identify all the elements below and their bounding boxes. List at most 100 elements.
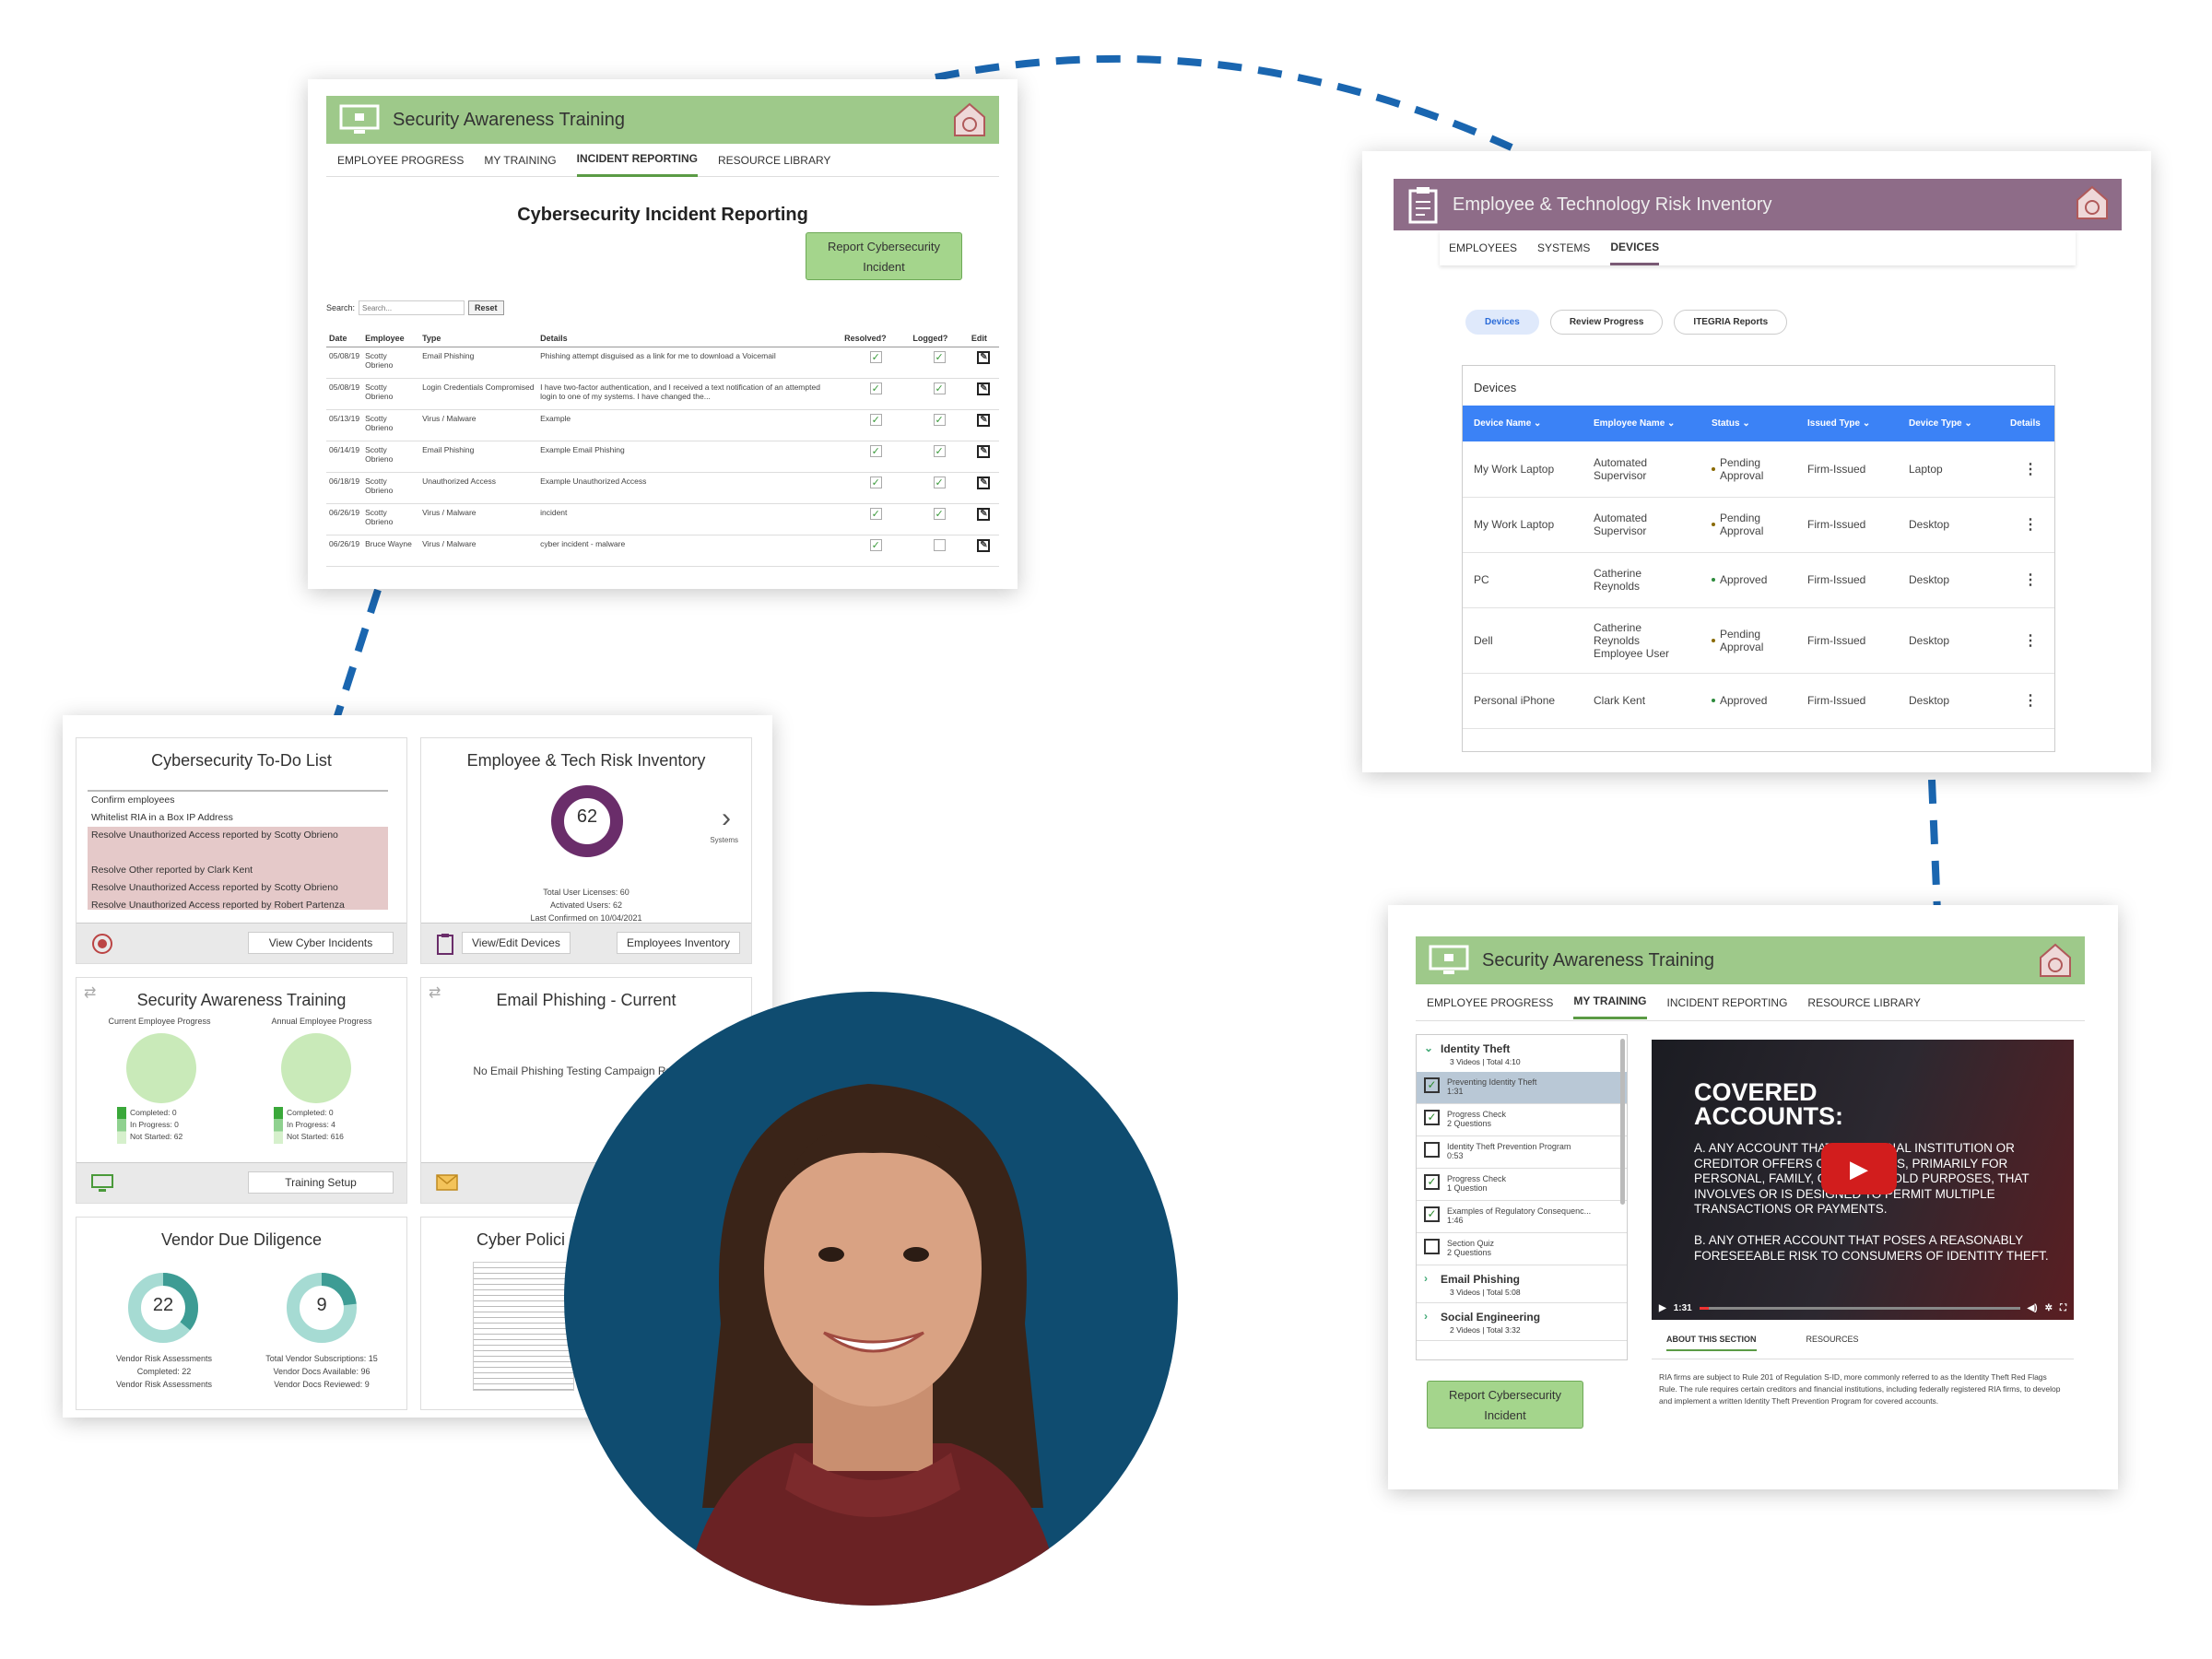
column-header[interactable]: Device Name ⌄ (1463, 406, 1583, 441)
lesson-item[interactable]: ✓Examples of Regulatory Consequenc...1:4… (1417, 1201, 1627, 1233)
resolved-checkbox[interactable]: ✓ (869, 414, 882, 426)
column-header[interactable]: Device Type ⌄ (1898, 406, 1999, 441)
resolved-checkbox[interactable]: ✓ (869, 508, 882, 520)
training-setup-button[interactable]: Training Setup (248, 1171, 394, 1194)
tab-employees[interactable]: EMPLOYEES (1449, 241, 1518, 254)
tab-devices[interactable]: DEVICES (1610, 231, 1660, 265)
volume-icon[interactable]: ◀) (2027, 1302, 2038, 1313)
lesson-checkbox[interactable] (1424, 1142, 1440, 1158)
resolved-checkbox[interactable]: ✓ (869, 445, 882, 457)
chevron-down-icon[interactable]: ⌄ (1665, 418, 1676, 429)
tab-resource-library[interactable]: RESOURCE LIBRARY (717, 153, 831, 167)
chevron-right-icon[interactable]: › (722, 803, 731, 833)
lesson-checkbox[interactable]: ✓ (1424, 1110, 1440, 1125)
view-cyber-incidents-button[interactable]: View Cyber Incidents (248, 932, 394, 954)
logged-checkbox[interactable]: ✓ (933, 414, 946, 426)
more-options-icon[interactable]: ⋮ (2023, 572, 2038, 588)
play-icon[interactable]: ▶ (1659, 1302, 1666, 1313)
column-header[interactable]: Details (1999, 406, 2054, 441)
tab-resource-library[interactable]: RESOURCE LIBRARY (1807, 995, 1921, 1009)
view-edit-devices-button[interactable]: View/Edit Devices (462, 932, 571, 954)
chevron-down-icon[interactable]: ⌄ (1860, 418, 1871, 429)
resolved-checkbox[interactable]: ✓ (869, 477, 882, 488)
todo-item[interactable]: Resolve Unauthorized Access reported by … (88, 879, 388, 897)
report-incident-button[interactable]: Report Cybersecurity Incident (806, 232, 962, 280)
logged-checkbox[interactable]: ✓ (933, 445, 946, 457)
edit-icon[interactable]: ✎ (977, 477, 991, 489)
chevron-down-icon[interactable]: ⌄ (1531, 418, 1542, 429)
todo-item[interactable]: Whitelist RIA in a Box IP Address (91, 812, 233, 823)
chevron-down-icon[interactable]: ⌄ (1961, 418, 1972, 429)
tab-systems[interactable]: SYSTEMS (1537, 241, 1591, 254)
play-button[interactable]: ▶ (1821, 1143, 1897, 1194)
edit-icon[interactable]: ✎ (977, 539, 991, 552)
more-options-icon[interactable]: ⋮ (2023, 693, 2038, 709)
todo-item[interactable] (88, 844, 388, 862)
pill-devices[interactable]: Devices (1465, 310, 1539, 335)
logged-checkbox[interactable]: ✓ (933, 477, 946, 488)
resolved-checkbox[interactable]: ✓ (869, 351, 882, 363)
section-email-phishing[interactable]: ›Email Phishing (1417, 1265, 1627, 1288)
settings-icon[interactable]: ✲ (2044, 1302, 2053, 1313)
edit-icon[interactable]: ✎ (977, 414, 991, 427)
column-header[interactable]: Type (419, 330, 538, 347)
tab-my-training[interactable]: MY TRAINING (484, 153, 557, 167)
more-options-icon[interactable]: ⋮ (2023, 632, 2038, 649)
section-social-engineering[interactable]: ›Social Engineering (1417, 1303, 1627, 1325)
logged-checkbox[interactable]: ✓ (933, 508, 946, 520)
tab-employee-progress[interactable]: EMPLOYEE PROGRESS (1427, 995, 1554, 1009)
search-input[interactable] (359, 300, 465, 315)
resolved-checkbox[interactable]: ✓ (869, 539, 882, 551)
refresh-icon[interactable]: ⇄ (429, 985, 441, 1001)
resolved-checkbox[interactable]: ✓ (869, 382, 882, 394)
column-header[interactable]: Employee (362, 330, 420, 347)
tab-resources[interactable]: RESOURCES (1806, 1335, 1859, 1344)
tab-employee-progress[interactable]: EMPLOYEE PROGRESS (337, 153, 465, 167)
more-options-icon[interactable]: ⋮ (2023, 517, 2038, 533)
pill-review-progress[interactable]: Review Progress (1549, 310, 1664, 335)
column-header[interactable]: Issued Type ⌄ (1796, 406, 1898, 441)
todo-item[interactable]: Resolve Unauthorized Access reported by … (88, 897, 388, 910)
column-header[interactable]: Resolved? (841, 330, 911, 347)
lesson-checkbox[interactable] (1424, 1239, 1440, 1254)
edit-icon[interactable]: ✎ (977, 351, 991, 364)
todo-item[interactable]: Resolve Unauthorized Access reported by … (88, 827, 388, 844)
edit-icon[interactable]: ✎ (977, 445, 991, 458)
tab-my-training[interactable]: MY TRAINING (1573, 985, 1647, 1019)
column-header[interactable]: Date (326, 330, 363, 347)
column-header[interactable]: Employee Name ⌄ (1583, 406, 1700, 441)
video-progress-track[interactable] (1699, 1306, 2020, 1310)
column-header[interactable]: Edit (968, 330, 999, 347)
lesson-checkbox[interactable]: ✓ (1424, 1077, 1440, 1093)
column-header[interactable]: Logged? (910, 330, 969, 347)
logged-checkbox[interactable] (933, 539, 946, 551)
lesson-checkbox[interactable]: ✓ (1424, 1174, 1440, 1190)
edit-icon[interactable]: ✎ (977, 382, 991, 395)
edit-icon[interactable]: ✎ (977, 508, 991, 521)
tab-incident-reporting[interactable]: INCIDENT REPORTING (576, 143, 698, 177)
column-header[interactable]: Status ⌄ (1700, 406, 1796, 441)
video-player[interactable]: COVERED ACCOUNTS: A. ANY ACCOUNT THAT A … (1652, 1040, 2074, 1320)
todo-item[interactable]: Confirm employees (91, 794, 175, 806)
logged-checkbox[interactable]: ✓ (933, 351, 946, 363)
tab-about-section[interactable]: ABOUT THIS SECTION (1666, 1335, 1757, 1351)
reset-button[interactable]: Reset (468, 300, 504, 315)
section-identity-theft[interactable]: ⌄Identity Theft (1417, 1035, 1627, 1057)
todo-item[interactable]: Resolve Other reported by Clark Kent (88, 862, 388, 879)
more-options-icon[interactable]: ⋮ (2023, 461, 2038, 477)
logged-checkbox[interactable]: ✓ (933, 382, 946, 394)
